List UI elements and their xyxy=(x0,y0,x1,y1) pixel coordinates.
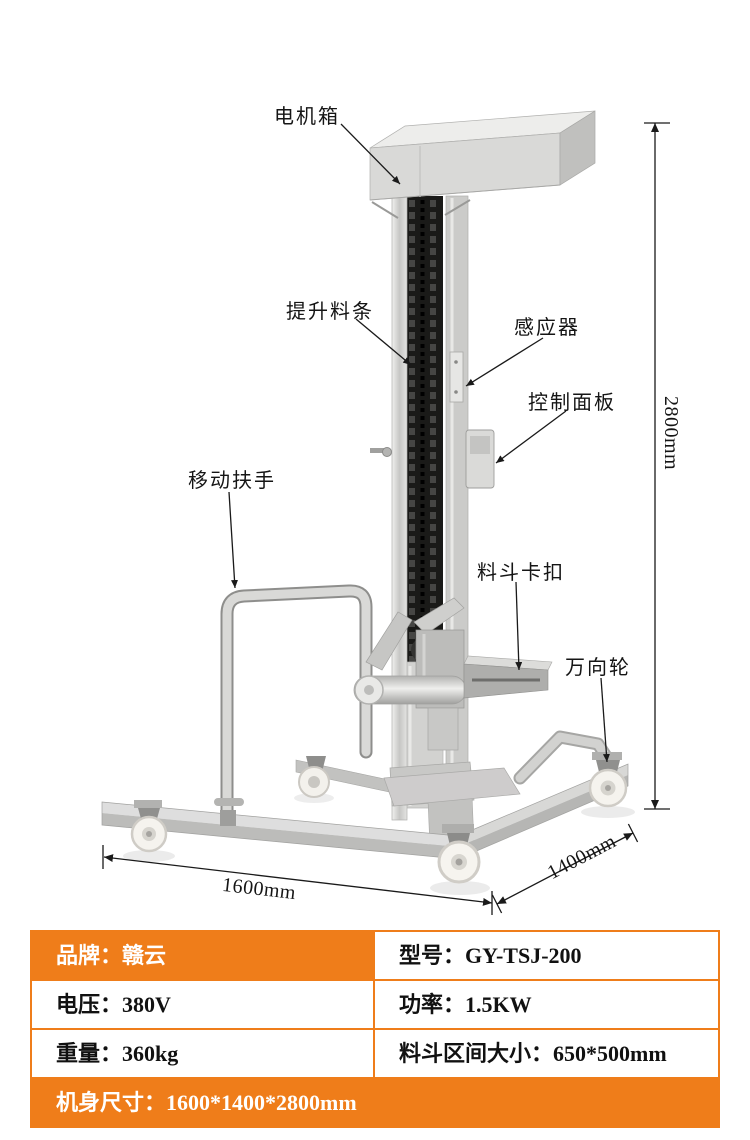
spec-cell-brand: 品牌：赣云 xyxy=(32,932,375,979)
spec-cell-weight: 重量：360kg xyxy=(32,1030,375,1077)
spec-row: 重量：360kg 料斗区间大小：650*500mm xyxy=(32,1030,718,1079)
mast-details xyxy=(370,351,495,489)
annotation-motor-box: 电机箱 xyxy=(274,106,340,128)
annotation-hopper-clip: 料斗卡扣 xyxy=(477,562,565,584)
caster-front xyxy=(437,824,481,884)
base-frame xyxy=(101,730,629,860)
spec-cell-hopper-size: 料斗区间大小：650*500mm xyxy=(399,1041,667,1066)
annotation-control-panel: 控制面板 xyxy=(528,392,616,414)
spec-row: 品牌：赣云 型号：GY-TSJ-200 xyxy=(32,932,718,981)
caster-right xyxy=(588,752,628,808)
carriage xyxy=(353,597,553,751)
motor-box xyxy=(369,110,596,219)
leader-lines xyxy=(228,123,610,763)
dimension-height-label: 2800mm xyxy=(660,396,682,471)
spec-cell-voltage: 电压：380V xyxy=(32,981,375,1028)
product-figure: 电机箱 提升料条 感应器 控制面板 移动扶手 料斗卡扣 万向轮 2800mm 1… xyxy=(101,106,682,915)
spec-cell-model: 型号：GY-TSJ-200 xyxy=(399,943,582,968)
spec-cell-body-size: 机身尺寸：1600*1400*2800mm xyxy=(32,1079,718,1126)
annotation-sensor: 感应器 xyxy=(514,317,580,339)
machine-illustration xyxy=(101,110,670,915)
sensor-strip xyxy=(449,351,464,403)
spec-row: 机身尺寸：1600*1400*2800mm xyxy=(32,1079,718,1126)
spec-row: 电压：380V 功率：1.5KW xyxy=(32,981,718,1030)
dimension-lines xyxy=(102,122,670,915)
annotation-caster: 万向轮 xyxy=(565,657,631,679)
annotation-handle: 移动扶手 xyxy=(188,470,276,492)
push-handle xyxy=(214,584,373,827)
caster-left xyxy=(130,800,168,853)
annotation-lift-strip: 提升料条 xyxy=(286,301,374,323)
spec-table: 品牌：赣云 型号：GY-TSJ-200 电压：380V 功率：1.5KW 重量：… xyxy=(30,930,720,1128)
spec-cell-power: 功率：1.5KW xyxy=(399,992,532,1017)
